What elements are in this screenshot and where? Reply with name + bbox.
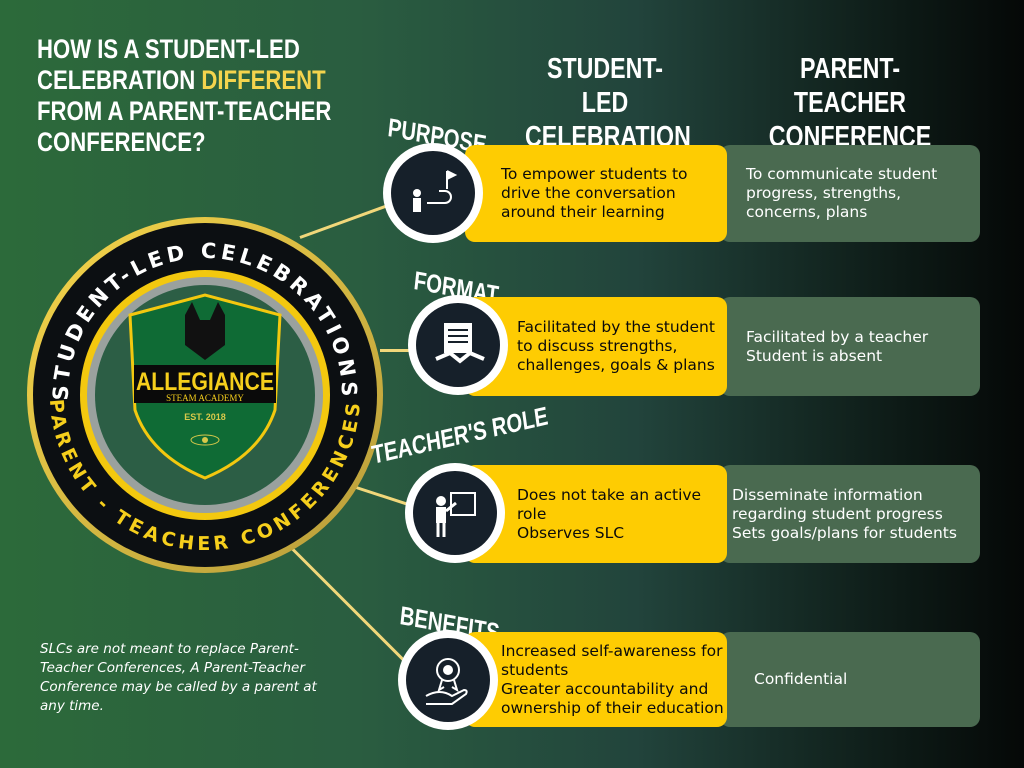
title-line: CELEBRATION DIFFERENT — [37, 65, 332, 96]
award-hand-icon — [398, 630, 498, 730]
title-line: CONFERENCE? — [37, 127, 206, 157]
title-line: HOW IS A STUDENT-LED — [37, 34, 300, 64]
goal-path-icon — [383, 143, 483, 243]
column-header-slc: STUDENT-LED CELEBRATION — [525, 53, 691, 153]
ptc-text: Disseminate information regarding studen… — [732, 485, 957, 542]
column-header-ptc: PARENT-TEACHER CONFERENCE — [768, 53, 932, 153]
school-shield-logo: ALLEGIANCE STEAM ACADEMY EST. 2018 — [128, 293, 282, 480]
svg-text:STEAM ACADEMY: STEAM ACADEMY — [166, 393, 244, 403]
slc-cell: To empower students to drive the convers… — [465, 145, 727, 242]
title-text: CELEBRATION — [37, 65, 202, 95]
ptc-cell: To communicate student progress, strengt… — [720, 145, 980, 242]
slc-text: Does not take an active role Observes SL… — [517, 485, 702, 542]
svg-text:EST. 2018: EST. 2018 — [184, 412, 226, 422]
title-line: FROM A PARENT-TEACHER — [37, 96, 332, 126]
ptc-cell: Confidential — [720, 632, 980, 727]
atom-icon — [190, 434, 220, 446]
connector-line — [380, 349, 420, 352]
wolf-icon — [185, 302, 225, 360]
ptc-cell: Disseminate information regarding studen… — [720, 465, 980, 563]
slc-cell: Increased self-awareness for students Gr… — [465, 632, 727, 727]
emblem: STUDENT-LED CELEBRATIONS PARENT - TEACHE… — [27, 217, 383, 573]
title-highlight: DIFFERENT — [201, 65, 326, 95]
page-title: HOW IS A STUDENT-LED CELEBRATION DIFFERE… — [37, 34, 332, 158]
footnote: SLCs are not meant to replace Parent-Tea… — [40, 641, 317, 714]
handshake-document-icon — [408, 295, 508, 395]
ptc-cell: Facilitated by a teacher Student is abse… — [720, 297, 980, 396]
ptc-text: Facilitated by a teacher Student is abse… — [746, 327, 929, 365]
row-label: TEACHER'S ROLE — [369, 400, 550, 470]
svg-text:ALLEGIANCE: ALLEGIANCE — [136, 367, 274, 395]
presenter-board-icon — [405, 463, 505, 563]
slc-text: Increased self-awareness for students Gr… — [501, 641, 724, 717]
slc-cell: Does not take an active role Observes SL… — [465, 465, 727, 563]
slc-cell: Facilitated by the student to discuss st… — [465, 297, 727, 396]
